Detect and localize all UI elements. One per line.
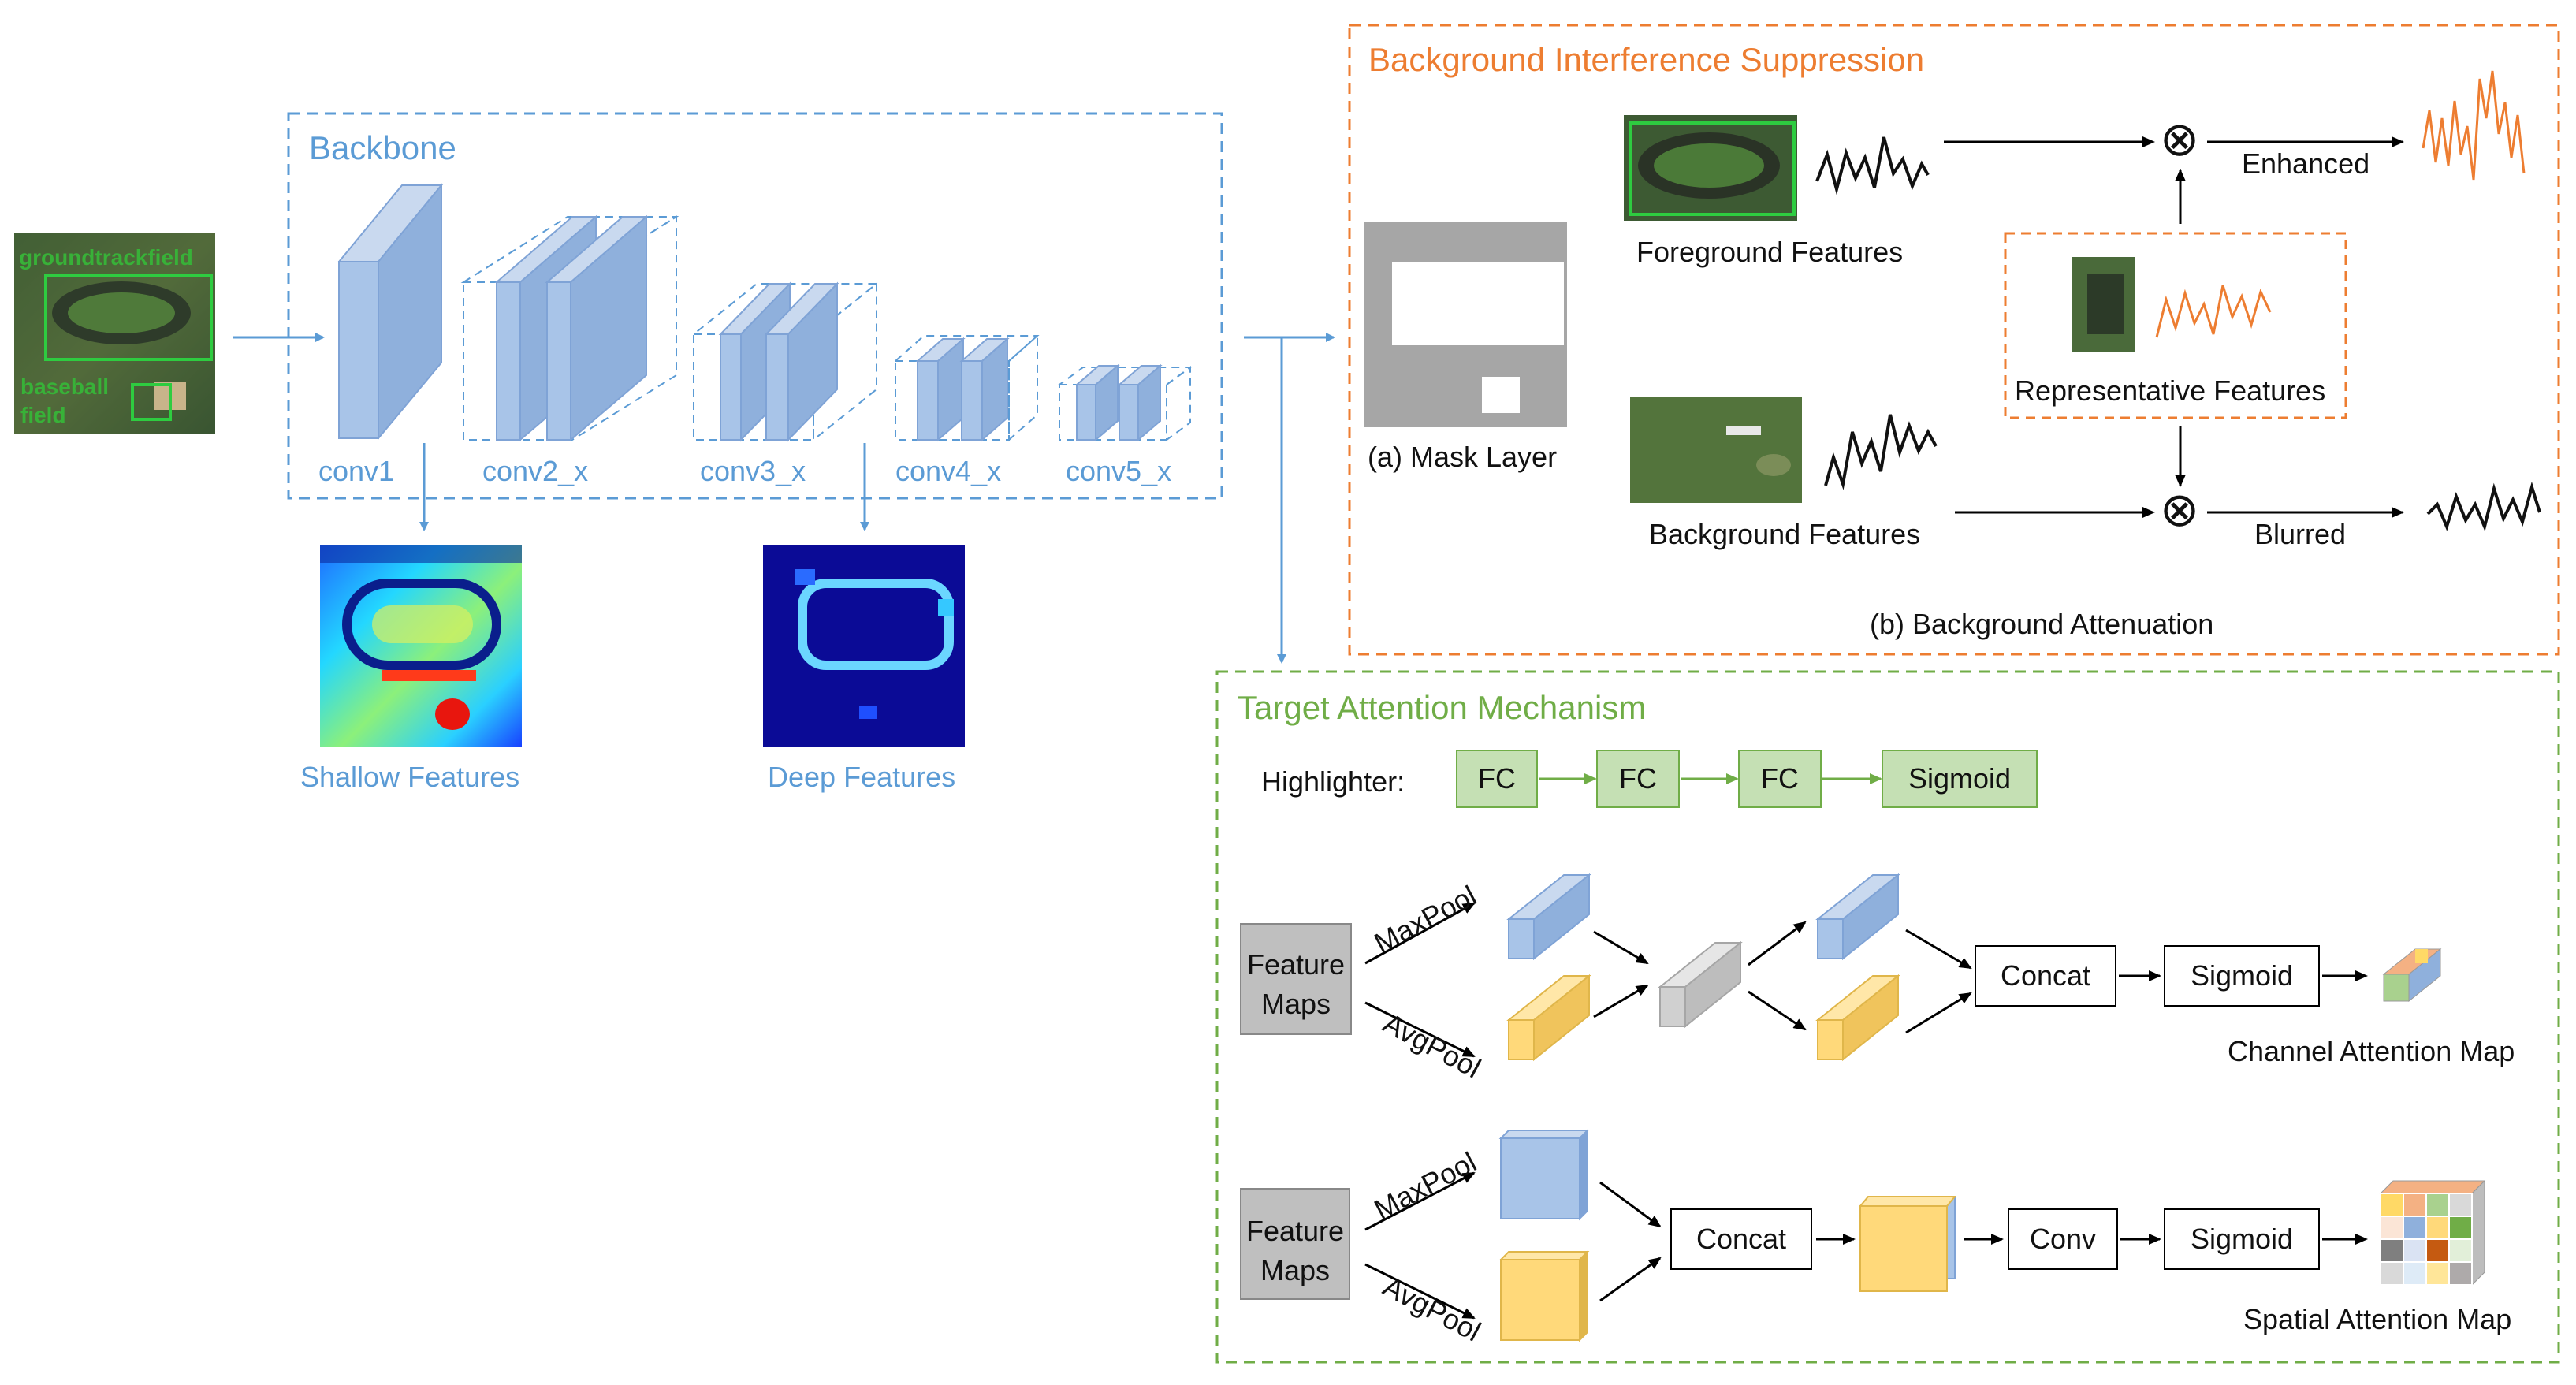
channel-concat-box xyxy=(1975,945,2116,1007)
enhanced-signal xyxy=(2422,70,2526,181)
background-signal xyxy=(1824,414,1938,490)
channel-max-output-vector xyxy=(1815,873,1900,961)
background-attenuation-label: (b) Background Attenuation xyxy=(1870,608,2213,640)
input-aerial-image: groundtrackfield baseball field xyxy=(14,233,215,434)
channel-shared-mlp xyxy=(1658,940,1743,1029)
tam-frame xyxy=(1215,670,2560,1364)
conv4-block xyxy=(893,333,1040,442)
spatial-conv-label: Conv xyxy=(2030,1223,2096,1255)
spatial-concat-label: Concat xyxy=(1696,1223,1786,1255)
conv1-label: conv1 xyxy=(318,455,394,487)
spatial-feature-maps-line2: Maps xyxy=(1260,1254,1330,1286)
channel-avg-output-vector xyxy=(1815,974,1900,1062)
spatial-feature-maps-box xyxy=(1240,1188,1350,1300)
channel-sigmoid-label: Sigmoid xyxy=(2191,959,2293,992)
blurred-label: Blurred xyxy=(2254,518,2346,550)
conv2-block xyxy=(460,214,679,442)
channel-feature-maps-line1: Feature xyxy=(1247,948,1345,981)
representative-image xyxy=(2072,257,2135,352)
bis-title: Background Interference Suppression xyxy=(1368,41,1924,78)
channel-avg-to-concat-arrow xyxy=(1905,992,1972,1034)
enhance-multiply-node: ⊗ xyxy=(2160,113,2199,166)
spatial-avgpool-label: AvgPool xyxy=(1378,1270,1486,1348)
groundtrackfield-label: groundtrackfield xyxy=(19,245,193,270)
channel-avgpool-vector xyxy=(1506,974,1591,1062)
deep-features-heatmap xyxy=(763,545,965,747)
spatial-attention-map xyxy=(2379,1179,2486,1286)
backbone-title: Backbone xyxy=(309,129,456,166)
foreground-features-label: Foreground Features xyxy=(1636,236,1903,268)
blurred-signal xyxy=(2426,481,2541,532)
bis-frame xyxy=(1348,24,2560,656)
shallow-features-heatmap xyxy=(320,545,522,747)
baseball-label-line2: field xyxy=(20,403,66,427)
spatial-sigmoid-box xyxy=(2164,1208,2320,1270)
representative-features-label: Representative Features xyxy=(2015,374,2325,407)
channel-mlp-to-avg-arrow xyxy=(1748,990,1807,1031)
highlighter-fc-3 xyxy=(1738,750,1822,808)
spatial-conv-box xyxy=(2008,1208,2118,1270)
channel-avg-to-mlp-arrow xyxy=(1593,984,1649,1018)
highlighter-fc-3-label: FC xyxy=(1761,762,1799,795)
channel-max-to-concat-arrow xyxy=(1905,929,1972,970)
channel-maxpool-arrow xyxy=(1364,902,1476,965)
spatial-maxpool-arrow xyxy=(1364,1171,1476,1231)
highlighter-fc-1 xyxy=(1456,750,1538,808)
spatial-concat-stack xyxy=(1858,1196,1957,1292)
highlighter-fc-2 xyxy=(1596,750,1680,808)
background-features-label: Background Features xyxy=(1649,518,1920,550)
spatial-maxpool-label: MaxPool xyxy=(1369,1145,1482,1226)
spatial-concat-box xyxy=(1670,1208,1812,1270)
channel-concat-label: Concat xyxy=(2001,959,2090,992)
conv1-block xyxy=(337,183,444,441)
tam-title: Target Attention Mechanism xyxy=(1238,689,1646,726)
conv3-label: conv3_x xyxy=(700,455,806,487)
baseball-label-line1: baseball xyxy=(20,374,109,399)
representative-features-box xyxy=(2004,232,2347,419)
background-image xyxy=(1630,397,1802,503)
channel-avgpool-label: AvgPool xyxy=(1378,1007,1486,1085)
highlighter-sigmoid-label: Sigmoid xyxy=(1908,762,2011,795)
spatial-avgpool-map xyxy=(1498,1249,1590,1342)
spatial-max-to-concat-arrow xyxy=(1599,1181,1662,1228)
enhanced-label: Enhanced xyxy=(2242,147,2369,180)
shallow-features-label: Shallow Features xyxy=(300,761,519,793)
conv5-label: conv5_x xyxy=(1066,455,1171,487)
channel-maxpool-label: MaxPool xyxy=(1369,879,1482,959)
channel-feature-maps-line2: Maps xyxy=(1261,988,1331,1020)
conv5-block xyxy=(1056,363,1193,442)
deep-features-label: Deep Features xyxy=(768,761,955,793)
channel-maxpool-vector xyxy=(1506,873,1591,961)
mask-layer-label: (a) Mask Layer xyxy=(1368,441,1557,473)
backbone-frame xyxy=(287,112,1223,500)
channel-mlp-to-max-arrow xyxy=(1748,921,1807,966)
highlighter-label: Highlighter: xyxy=(1261,765,1405,798)
highlighter-fc-2-label: FC xyxy=(1619,762,1657,795)
conv3-block xyxy=(691,281,879,442)
spatial-attention-map-label: Spatial Attention Map xyxy=(2243,1303,2511,1335)
channel-attention-map-label: Channel Attention Map xyxy=(2228,1035,2515,1067)
foreground-image xyxy=(1624,115,1797,221)
foreground-signal xyxy=(1815,136,1930,195)
spatial-sigmoid-label: Sigmoid xyxy=(2191,1223,2293,1255)
spatial-feature-maps-line1: Feature xyxy=(1246,1215,1344,1247)
channel-attention-map xyxy=(2382,948,2442,1003)
conv2-label: conv2_x xyxy=(482,455,588,487)
mask-layer xyxy=(1364,222,1567,427)
spatial-maxpool-map xyxy=(1498,1128,1590,1221)
highlighter-sigmoid xyxy=(1882,750,2038,808)
representative-signal xyxy=(2155,285,2272,338)
channel-sigmoid-box xyxy=(2164,945,2320,1007)
highlighter-fc-1-label: FC xyxy=(1478,762,1516,795)
channel-avgpool-arrow xyxy=(1364,1001,1476,1058)
spatial-avg-to-concat-arrow xyxy=(1599,1257,1662,1302)
channel-feature-maps-box xyxy=(1240,923,1352,1035)
blur-multiply-node: ⊗ xyxy=(2160,483,2199,536)
channel-max-to-mlp-arrow xyxy=(1593,930,1649,965)
spatial-avgpool-arrow xyxy=(1364,1263,1476,1320)
conv4-label: conv4_x xyxy=(895,455,1001,487)
